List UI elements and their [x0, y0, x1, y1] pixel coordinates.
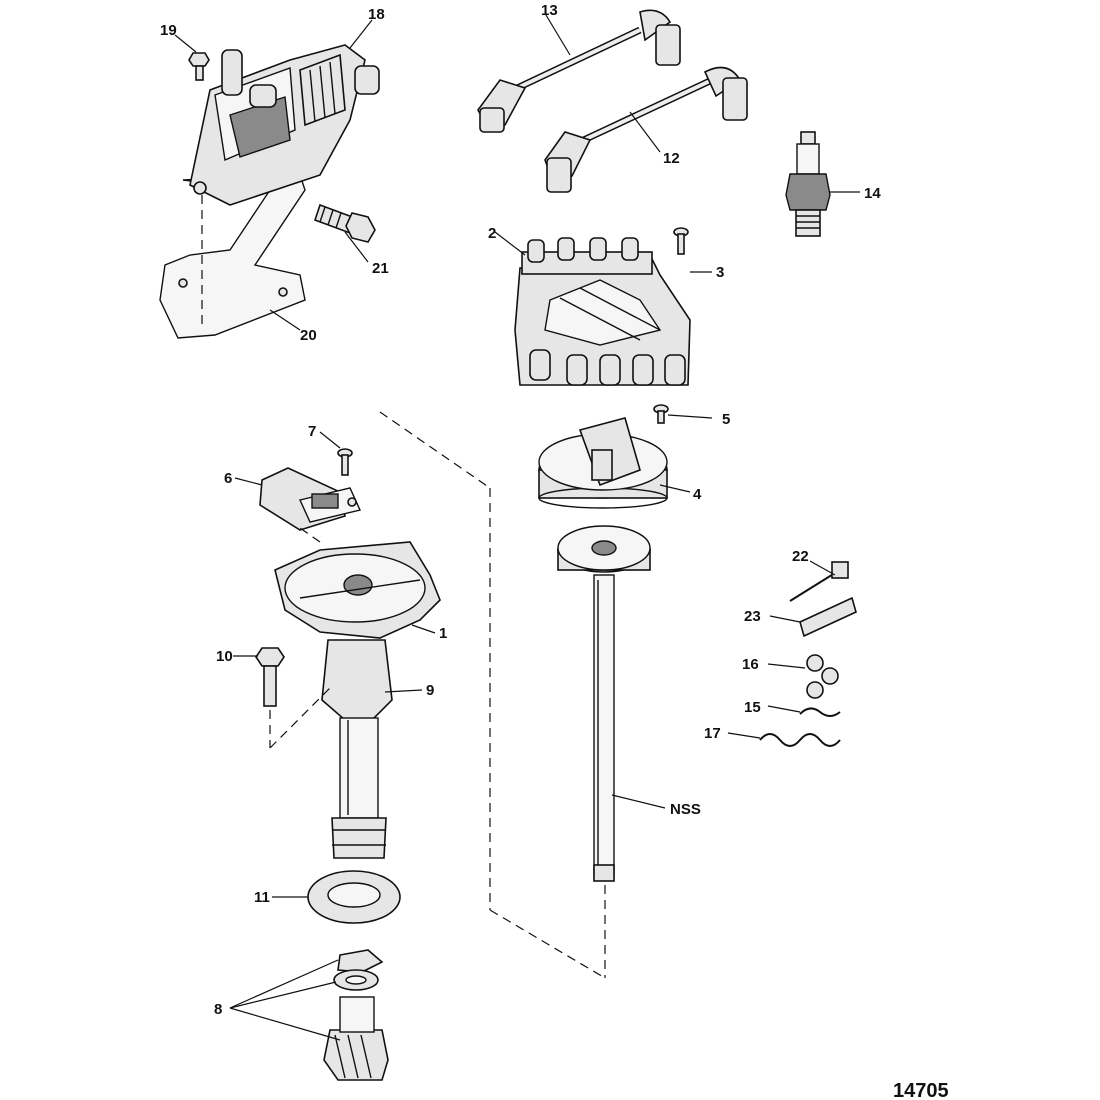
pickup-sensor	[259, 467, 361, 531]
callout-21: 21	[372, 260, 389, 277]
callout-4: 4	[693, 486, 702, 503]
callout-labels: 19 18 13 12 14 21 20 2 3 5 4 7 6 1 10 9 …	[160, 2, 881, 1018]
reluctor-shaft	[557, 525, 651, 882]
callout-23: 23	[744, 608, 761, 625]
callout-8: 8	[214, 1001, 222, 1018]
wire-retainer	[799, 596, 857, 638]
spark-plug-wire-12	[544, 66, 748, 193]
rotor	[538, 417, 668, 509]
spark-plug-wire-13	[477, 9, 681, 133]
callout-20: 20	[300, 327, 317, 344]
callout-13: 13	[541, 2, 558, 19]
callout-7: 7	[308, 423, 316, 440]
callout-nss: NSS	[670, 801, 701, 818]
wire-clip-17	[759, 733, 841, 747]
leader-lines	[174, 14, 860, 1041]
callout-6: 6	[224, 470, 232, 487]
cap-screw	[673, 227, 689, 255]
wire-clip-15	[799, 707, 841, 717]
callout-18: 18	[368, 6, 385, 23]
ignition-coil	[189, 44, 380, 206]
coil-screw	[188, 52, 210, 81]
distributor-cap	[514, 237, 691, 386]
callout-9: 9	[426, 682, 434, 699]
drive-gear-kit	[323, 949, 389, 1081]
rotor-screw	[653, 404, 669, 424]
coil-bracket	[159, 174, 306, 339]
assembly-lines	[201, 195, 606, 979]
callout-17: 17	[704, 725, 721, 742]
callout-11: 11	[254, 889, 270, 906]
callout-5: 5	[722, 411, 730, 428]
bracket-bolt	[313, 203, 376, 243]
harness-lead	[789, 561, 849, 602]
callout-14: 14	[864, 185, 881, 202]
spark-plug	[785, 131, 831, 237]
figure-number: 14705	[893, 1080, 949, 1100]
callout-19: 19	[160, 22, 177, 39]
washer	[307, 870, 401, 924]
distributor-housing	[274, 541, 441, 859]
callout-12: 12	[663, 150, 680, 167]
housing-bolt	[255, 647, 285, 707]
wire-clip-16	[806, 654, 839, 699]
sensor-screw	[337, 448, 353, 476]
callout-16: 16	[742, 656, 759, 673]
callout-10: 10	[216, 648, 233, 665]
callout-15: 15	[744, 699, 761, 716]
callout-1: 1	[439, 625, 447, 642]
callout-3: 3	[716, 264, 724, 281]
callout-22: 22	[792, 548, 809, 565]
callout-2: 2	[488, 225, 496, 242]
